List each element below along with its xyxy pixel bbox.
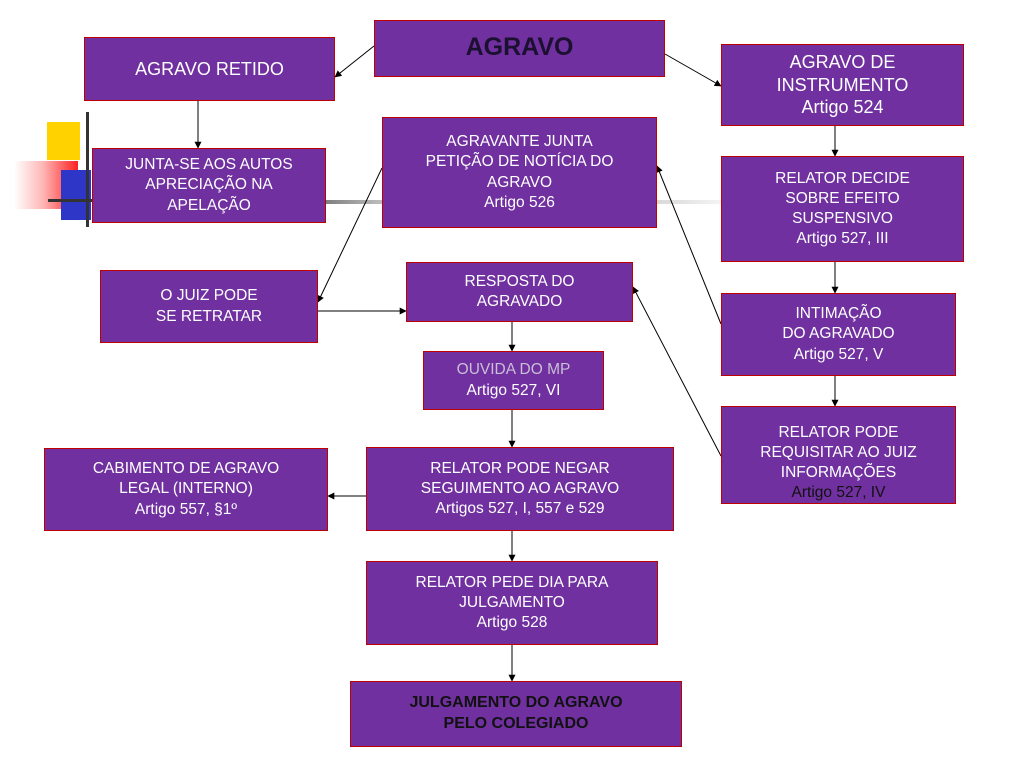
box-line: AGRAVO RETIDO [135,58,284,79]
box-line: JUNTA-SE AOS AUTOS [125,156,293,174]
box-line: Artigo 527, III [796,230,889,248]
ouvida-mp-box: OUVIDA DO MP Artigo 527, VI [423,351,604,410]
julgamento-colegiado-box: JULGAMENTO DO AGRAVO PELO COLEGIADO [350,681,682,747]
box-line: AGRAVO [486,173,553,191]
decor-yellow-square [47,122,80,160]
resposta-agravado-box: RESPOSTA DO AGRAVADO [406,262,633,322]
box-line: Artigo 524 [801,97,884,118]
box-line: CABIMENTO DE AGRAVO [92,460,280,478]
box-line: SOBRE EFEITO [785,189,900,207]
box-line: Artigos 527, I, 557 e 529 [435,500,605,518]
relator-pede-dia-box: RELATOR PEDE DIA PARA JULGAMENTO Artigo … [366,561,658,645]
agravo-title: AGRAVO [465,33,574,61]
box-line: Artigo 557, §1º [134,500,238,518]
box-line: RESPOSTA DO [464,272,575,290]
arrow-agravo-to-instrumento [664,53,722,87]
box-line: JULGAMENTO [459,593,565,611]
intimacao-agravado-box: INTIMAÇÃO DO AGRAVADO Artigo 527, V [721,293,956,376]
relator-requisitar-box: RELATOR PODE REQUISITAR AO JUIZ INFORMAÇ… [721,406,956,504]
arrow-requisitar-to-resposta [632,286,722,457]
agravo-retido-box: AGRAVO RETIDO [84,37,335,101]
decor-vertical-line [86,112,89,227]
agravo-title-box: AGRAVO [374,20,665,77]
arrow-agravo-to-retido [334,45,375,78]
box-line: INSTRUMENTO [776,74,909,95]
box-line: AGRAVANTE JUNTA [446,133,593,151]
box-line: SUSPENSIVO [792,210,893,227]
box-line: O JUIZ PODE [160,287,258,305]
box-line: PETIÇÃO DE NOTÍCIA DO [425,153,614,171]
box-line: RELATOR PODE [778,424,899,441]
box-line: Artigo 528 [476,614,548,632]
box-line: Artigo 527, VI [466,381,561,399]
junta-autos-box: JUNTA-SE AOS AUTOS APRECIAÇÃO NA APELAÇÃ… [92,148,326,223]
box-line: Artigo 527, IV [791,484,886,502]
box-line: DO AGRAVADO [782,325,895,343]
box-line: SE RETRATAR [155,307,263,325]
box-line: REQUISITAR AO JUIZ [760,444,917,462]
box-line: APRECIAÇÃO NA [145,176,273,194]
box-line: PELO COLEGIADO [443,715,589,732]
box-line: LEGAL (INTERNO) [119,480,253,498]
decor-horizontal-line [48,199,93,202]
box-line: AGRAVADO [476,293,563,310]
cabimento-agravo-box: CABIMENTO DE AGRAVO LEGAL (INTERNO) Arti… [44,448,328,531]
box-line: RELATOR PODE NEGAR [430,459,610,477]
box-line: INFORMAÇÕES [780,464,897,482]
box-line: AGRAVO DE [789,52,896,73]
box-line: OUVIDA DO MP [456,361,571,379]
decor-gray-bar-left [326,200,384,204]
box-line: Artigo 527, V [793,345,884,363]
arrow-agravante-to-juiz [317,167,383,303]
box-line: RELATOR DECIDE [775,169,910,187]
arrow-intimacao-to-agravante [656,165,722,325]
box-line: RELATOR PEDE DIA PARA [415,573,609,591]
agravo-instrumento-box: AGRAVO DE INSTRUMENTO Artigo 524 [721,44,964,126]
box-line: APELAÇÃO [167,196,251,214]
agravante-junta-box: AGRAVANTE JUNTA PETIÇÃO DE NOTÍCIA DO AG… [382,117,657,228]
box-line: JULGAMENTO DO AGRAVO [409,694,623,712]
relator-negar-box: RELATOR PODE NEGAR SEGUIMENTO AO AGRAVO … [366,447,674,531]
decor-gray-bar-right [656,200,722,204]
box-line: Artigo 526 [484,193,555,211]
box-line: SEGUIMENTO AO AGRAVO [420,479,620,497]
juiz-retratar-box: O JUIZ PODE SE RETRATAR [100,270,318,343]
box-line: INTIMAÇÃO [795,305,882,323]
relator-decide-box: RELATOR DECIDE SOBRE EFEITO SUSPENSIVO A… [721,156,964,262]
